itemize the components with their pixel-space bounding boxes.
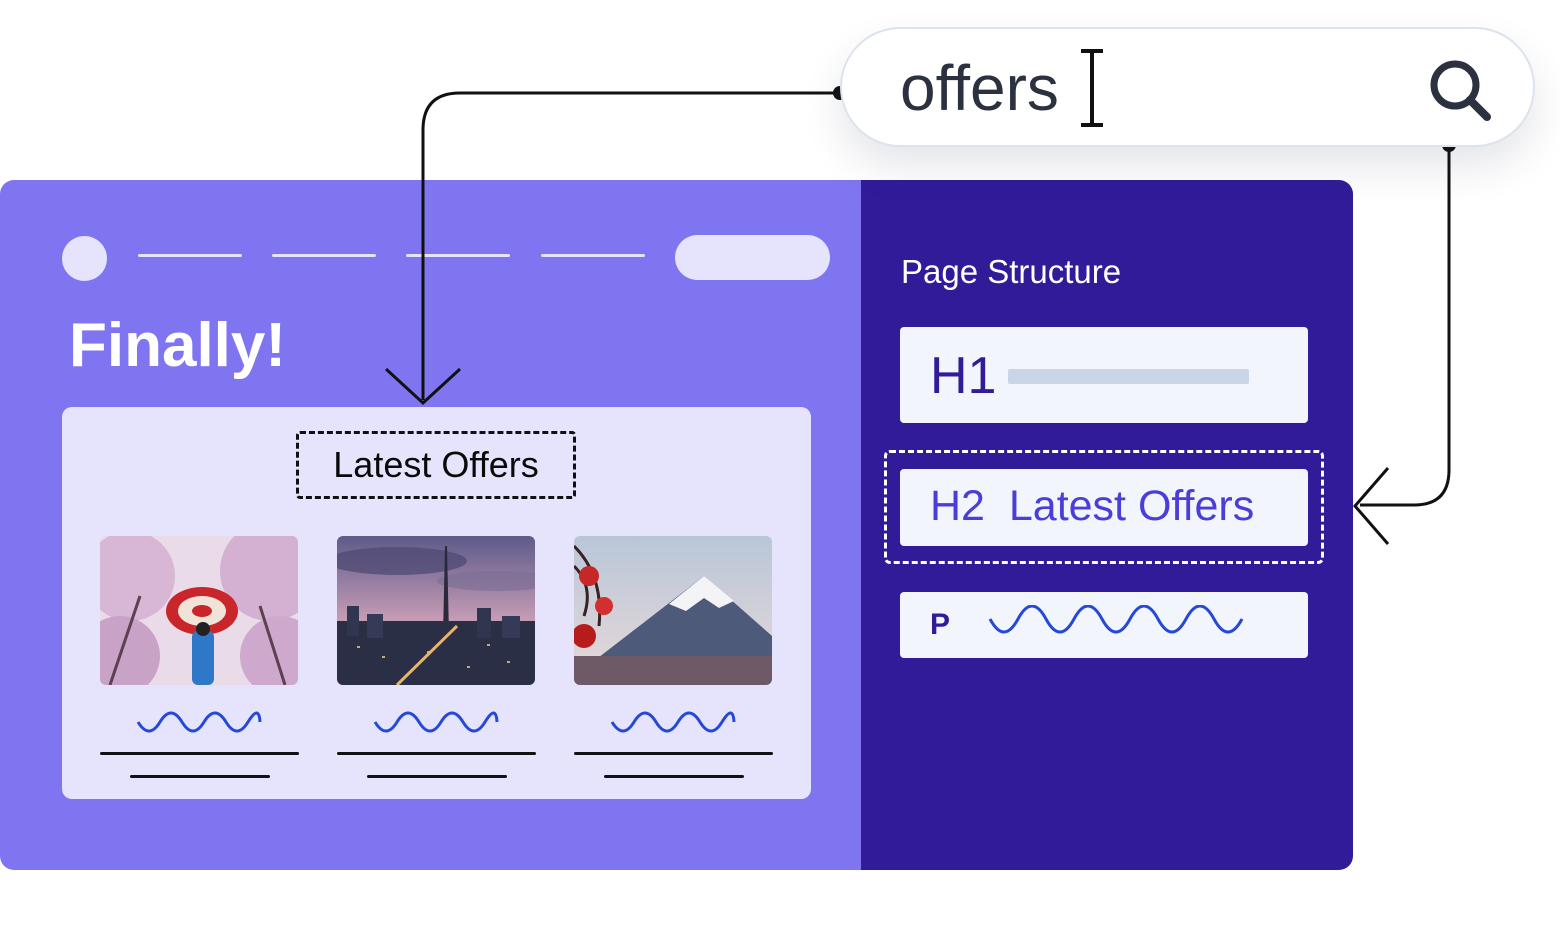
mount-fuji-image <box>574 536 772 685</box>
wave-text-placeholder <box>610 711 736 733</box>
nav-logo-dot <box>62 236 107 281</box>
h2-structure-item <box>900 469 1308 546</box>
search-bar[interactable] <box>840 27 1535 147</box>
text-line-placeholder <box>337 752 536 755</box>
h2-highlight-outline <box>884 450 1324 564</box>
text-cursor-icon <box>1081 49 1103 127</box>
nav-link-placeholder <box>272 254 376 257</box>
text-line-placeholder <box>604 775 744 778</box>
text-line-placeholder <box>367 775 507 778</box>
nav-link-placeholder <box>138 254 242 257</box>
nav-button-placeholder <box>675 235 830 280</box>
p-tag-label: P <box>930 608 951 641</box>
wave-text-placeholder <box>373 711 499 733</box>
p-wave-placeholder <box>988 605 1244 634</box>
h2-label: H2 Latest Offers <box>930 482 1255 530</box>
search-input[interactable]: offers <box>900 52 1059 124</box>
text-line-placeholder <box>130 775 270 778</box>
city-skyline-tower-image <box>337 536 535 685</box>
page-structure-title: Page Structure <box>901 253 1122 290</box>
hero-title: Finally! <box>69 311 287 380</box>
h1-text-placeholder <box>1008 369 1249 384</box>
nav-link-placeholder <box>541 254 645 257</box>
text-line-placeholder <box>574 752 773 755</box>
search-icon[interactable] <box>1425 55 1495 125</box>
text-line-placeholder <box>100 752 299 755</box>
wave-text-placeholder <box>136 711 262 733</box>
latest-offers-heading: Latest Offers <box>296 431 576 499</box>
cherry-blossom-umbrella-image <box>100 536 298 685</box>
h1-tag-label: H1 <box>930 347 997 405</box>
nav-link-placeholder <box>406 254 510 257</box>
